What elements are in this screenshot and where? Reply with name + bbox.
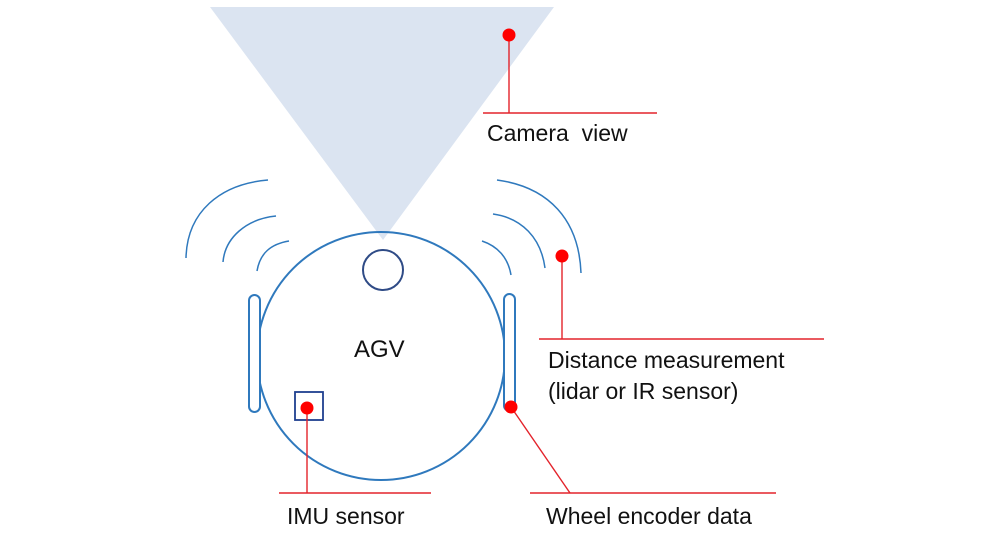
left-signal-wave-outer: [185, 179, 269, 259]
wheel-callout: [510, 406, 776, 494]
left-signal-wave-middle: [222, 215, 277, 263]
right-signal-wave-middle: [492, 213, 546, 269]
left-wheel: [248, 294, 261, 413]
distance-measurement-label-line2: (lidar or IR sensor): [548, 378, 738, 404]
imu-sensor-label: IMU sensor: [287, 503, 405, 529]
left-signal-waves: [185, 179, 290, 272]
right-signal-wave-inner: [481, 240, 512, 276]
right-signal-wave-outer: [496, 179, 582, 274]
distance-measurement-label-line1: Distance measurement: [548, 347, 785, 373]
camera-view-label: Camera view: [487, 120, 628, 146]
wheel-callout-diagonal: [510, 406, 571, 494]
imu-callout: [279, 408, 431, 494]
left-signal-wave-inner: [256, 240, 290, 272]
camera-callout: [483, 35, 657, 114]
right-wheel: [503, 293, 516, 412]
right-signal-waves: [481, 179, 582, 276]
distance-marker: [555, 249, 569, 263]
wheel-encoder-label: Wheel encoder data: [546, 503, 752, 529]
camera-lens: [362, 249, 404, 291]
distance-callout: [539, 256, 824, 340]
wheel-marker: [504, 400, 518, 414]
agv-label: AGV: [354, 336, 405, 363]
camera-view-cone: [210, 7, 554, 240]
camera-marker: [502, 28, 516, 42]
imu-marker: [300, 401, 314, 415]
